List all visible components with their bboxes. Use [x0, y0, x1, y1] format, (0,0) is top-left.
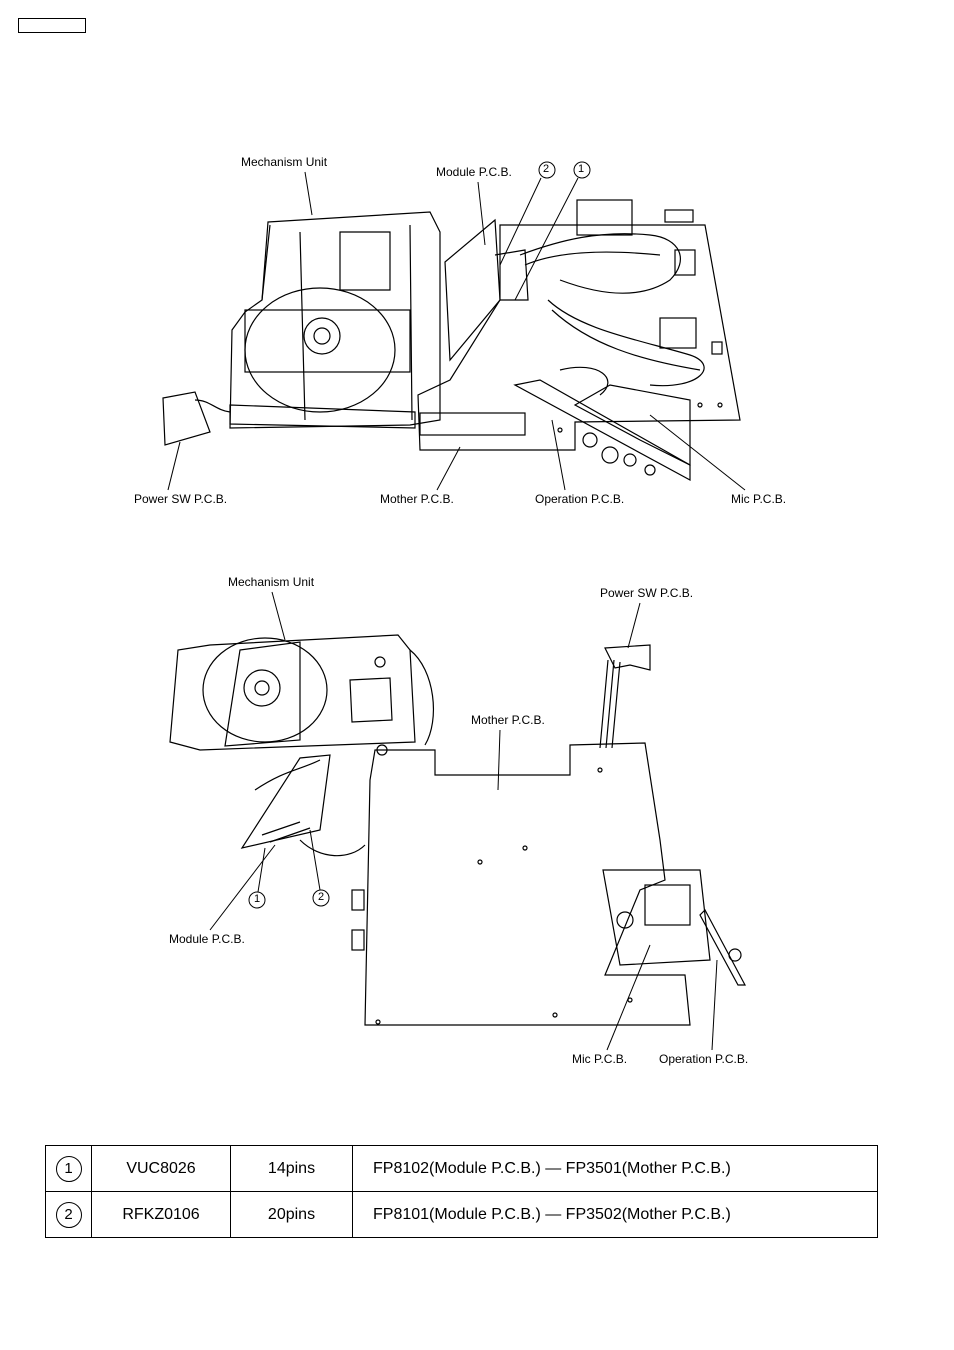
bottom-leaders: [209, 591, 718, 1051]
top-drawing: [162, 161, 746, 491]
bottom-module-pcb-shape: [240, 754, 331, 849]
top-callout-1: 1: [578, 163, 585, 175]
part-number-cell: VUC8026: [91, 1145, 231, 1192]
connection-description-cell: FP8101(Module P.C.B.) — FP3502(Mother P.…: [352, 1191, 878, 1238]
row-number-cell: 1: [45, 1145, 92, 1192]
bottom-mother-pcb-shape: [364, 742, 691, 1026]
bottom-label-mechanism-unit: Mechanism Unit: [228, 575, 315, 589]
part-number-cell: RFKZ0106: [91, 1191, 231, 1238]
bottom-mechanism-unit-shape: [169, 634, 416, 751]
page-tag-box: [18, 18, 86, 33]
bottom-label-module-pcb: Module P.C.B.: [169, 932, 245, 946]
table-row: 1 VUC8026 14pins FP8102(Module P.C.B.) —…: [45, 1145, 878, 1192]
top-mother-pcb-shape: [417, 224, 741, 451]
top-power-sw-pcb-shape: [162, 391, 211, 446]
pins-cell: 20pins: [230, 1191, 353, 1238]
row-number-circle: 1: [55, 1155, 82, 1182]
bottom-power-sw-pcb-shape: [604, 644, 651, 671]
bottom-callout-2: 2: [318, 891, 325, 903]
table-row: 2 RFKZ0106 20pins FP8101(Module P.C.B.) …: [45, 1191, 878, 1238]
row-number-circle: 2: [55, 1201, 82, 1228]
connection-description-cell: FP8102(Module P.C.B.) — FP3501(Mother P.…: [352, 1145, 878, 1192]
bottom-callout-1: 1: [254, 893, 261, 905]
pins-cell: 14pins: [230, 1145, 353, 1192]
top-label-mechanism-unit: Mechanism Unit: [241, 155, 328, 169]
connector-table: 1 VUC8026 14pins FP8102(Module P.C.B.) —…: [45, 1145, 878, 1238]
top-leaders: [167, 171, 746, 491]
bottom-drawing: [169, 591, 746, 1051]
top-label-power-sw-pcb: Power SW P.C.B.: [134, 492, 228, 506]
top-mic-pcb-shape: [573, 384, 691, 466]
bottom-mic-pcb-shape: [602, 869, 711, 966]
top-label-mic-pcb: Mic P.C.B.: [731, 492, 787, 506]
bottom-operation-pcb-shape: [699, 909, 746, 986]
bottom-label-operation-pcb: Operation P.C.B.: [659, 1052, 749, 1066]
bottom-label-mic-pcb: Mic P.C.B.: [572, 1052, 628, 1066]
row-number-cell: 2: [45, 1191, 92, 1238]
top-mechanism-unit-shape: [229, 211, 441, 429]
top-label-mother-pcb: Mother P.C.B.: [380, 492, 454, 506]
top-label-module-pcb: Module P.C.B.: [436, 165, 512, 179]
top-callout-2: 2: [543, 163, 550, 175]
top-label-operation-pcb: Operation P.C.B.: [535, 492, 625, 506]
bottom-label-power-sw-pcb: Power SW P.C.B.: [600, 586, 694, 600]
bottom-label-mother-pcb: Mother P.C.B.: [471, 713, 545, 727]
top-module-pcb-shape: [444, 218, 501, 362]
